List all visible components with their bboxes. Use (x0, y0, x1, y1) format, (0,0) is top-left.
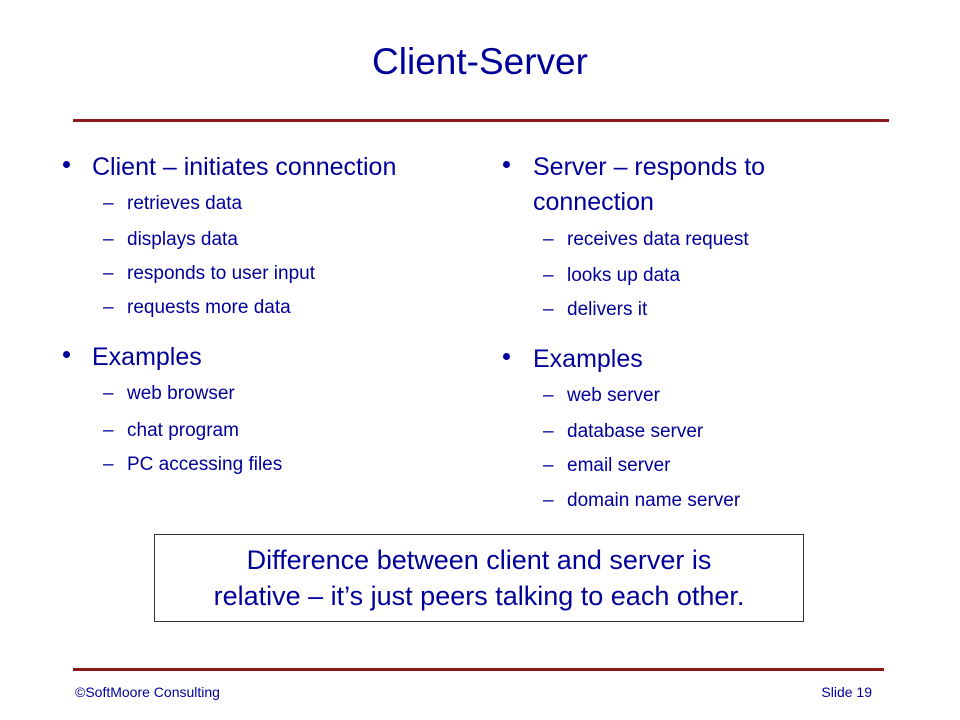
sub-item-label: receives data request (567, 229, 749, 250)
sub-item-label: retrieves data (127, 193, 243, 214)
bullet-server-line1: Server – responds to (533, 153, 766, 181)
sub-item: –chat program (103, 419, 239, 443)
title-divider (73, 119, 889, 122)
bullet-dot (63, 161, 70, 168)
sub-item-label: database server (567, 421, 704, 442)
sub-item: –web browser (103, 382, 235, 406)
dash: – (103, 193, 114, 214)
sub-item: –displays data (103, 228, 238, 252)
dash: – (103, 454, 114, 475)
sub-item: –PC accessing files (103, 453, 282, 477)
bullet-examples-right: Examples (533, 345, 643, 373)
callout-box: Difference between client and server is … (154, 534, 804, 622)
sub-item-label: looks up data (567, 265, 681, 286)
sub-item-label: domain name server (567, 490, 741, 511)
bullet-dot (503, 353, 510, 360)
slide-number: Slide 19 (821, 684, 872, 700)
bullet-dot (63, 351, 70, 358)
dash: – (103, 263, 114, 284)
sub-item: –database server (543, 420, 703, 444)
sub-item: –looks up data (543, 264, 680, 288)
sub-item: –web server (543, 384, 660, 408)
bullet-examples-left: Examples (92, 343, 202, 371)
dash: – (543, 265, 554, 286)
sub-item-label: chat program (127, 420, 239, 441)
bullet-server-line2: connection (533, 188, 654, 216)
dash: – (543, 421, 554, 442)
dash: – (103, 420, 114, 441)
dash: – (543, 299, 554, 320)
sub-item: –delivers it (543, 298, 647, 322)
dash: – (543, 385, 554, 406)
sub-item: –receives data request (543, 228, 749, 252)
sub-item-label: responds to user input (127, 263, 316, 284)
callout-line: relative – it’s just peers talking to ea… (213, 581, 745, 611)
dash: – (543, 455, 554, 476)
slide-title: Client-Server (372, 41, 588, 82)
dash: – (543, 229, 554, 250)
sub-item: –responds to user input (103, 262, 315, 286)
sub-item: –requests more data (103, 296, 291, 320)
dash: – (103, 383, 114, 404)
sub-item-label: delivers it (567, 299, 648, 320)
callout-line: Difference between client and server is (246, 545, 712, 575)
sub-item: –retrieves data (103, 192, 242, 216)
dash: – (103, 297, 114, 318)
bullet-client: Client – initiates connection (92, 153, 397, 181)
dash: – (543, 490, 554, 511)
sub-item-label: email server (567, 455, 671, 476)
sub-item: –domain name server (543, 489, 740, 513)
footer-copyright: ©SoftMoore Consulting (75, 684, 220, 700)
sub-item-label: web browser (127, 383, 235, 404)
sub-item-label: requests more data (127, 297, 291, 318)
footer-divider (73, 668, 884, 671)
sub-item-label: PC accessing files (127, 454, 283, 475)
sub-item-label: web server (567, 385, 660, 406)
sub-item: –email server (543, 454, 670, 478)
dash: – (103, 229, 114, 250)
sub-item-label: displays data (127, 229, 238, 250)
bullet-dot (503, 161, 510, 168)
